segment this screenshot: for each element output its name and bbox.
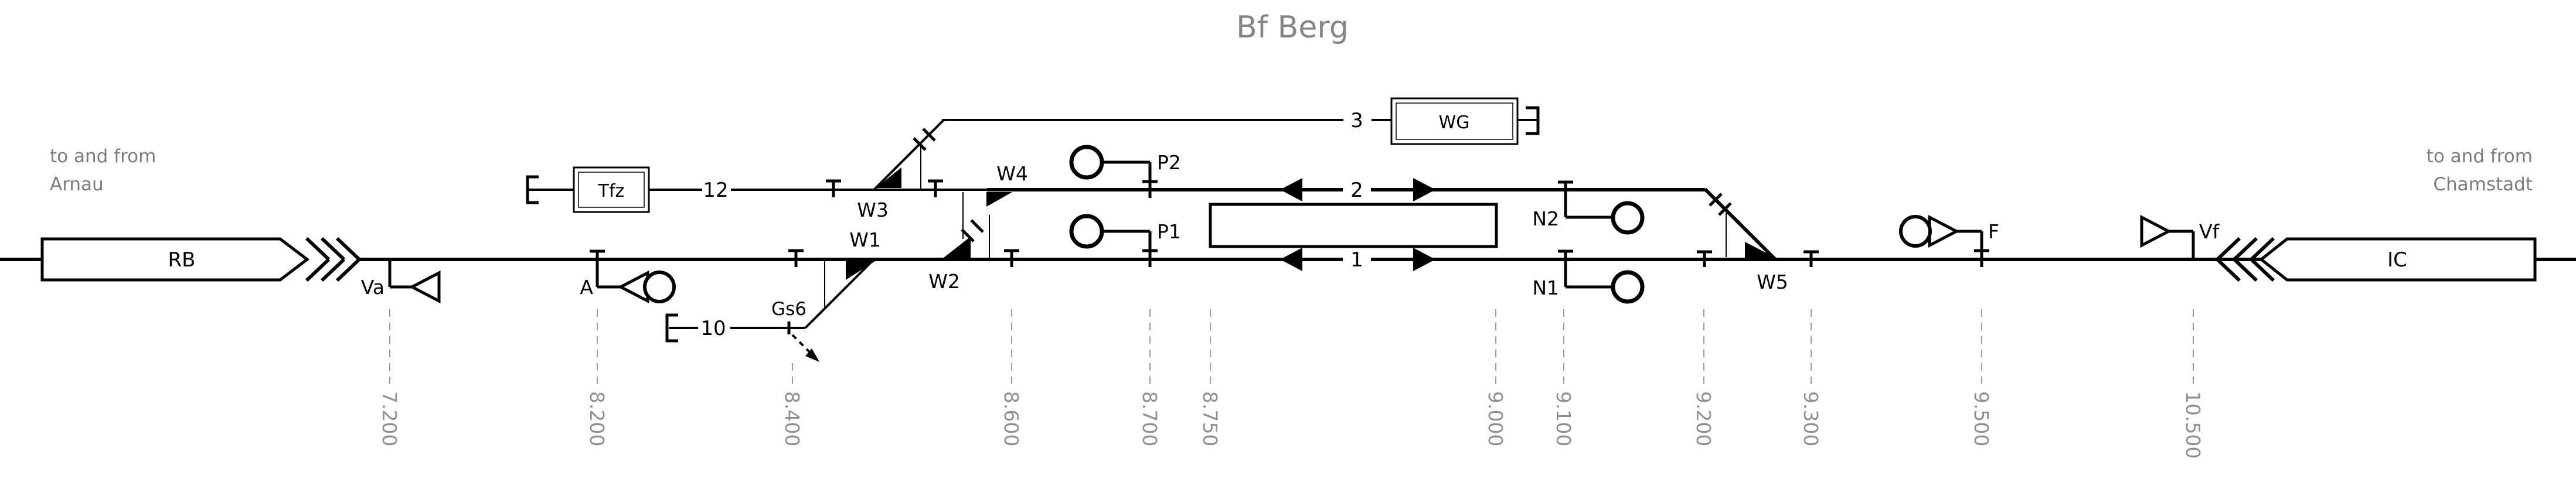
signal-va-label: Va [361,276,384,299]
km-label-8750: 8.750 [1199,391,1221,446]
signal-va-triangle [409,270,441,304]
track1-arrow-left [1280,248,1302,271]
switch-w2-label: W2 [928,270,960,293]
derailer-gs6-arrow-shaft [791,334,812,355]
signal-a-disc [643,271,676,303]
km-label-9200: 9.200 [1692,391,1715,446]
rb-chevron-2a [320,237,346,261]
wg-box-outer [1390,97,1519,145]
signal-f-disc [1899,215,1932,248]
joint-tick-w2-branch-2 [970,219,984,233]
ic-chevron-2b [2233,258,2258,282]
track2-arrow-left [1280,178,1302,201]
track2-arrow-right [1413,178,1435,201]
joint-tick-w5-branch-2 [1718,202,1732,216]
track-3-number: 3 [1350,109,1363,132]
joint-tick-w2-branch-1 [961,228,975,242]
track-1-number: 1 [1350,248,1363,272]
signal-p1-disc [1069,214,1104,249]
signal-n2-disc [1611,201,1645,235]
switch-w5-label: W5 [1757,271,1788,293]
rb-chevron-2b [320,258,346,282]
km-label-9000: 9.000 [1484,391,1507,446]
switch-w1-label: W1 [849,228,881,251]
joint-tick-w3-branch-1 [913,137,927,151]
signal-a-label: A [580,276,593,299]
rb-chevron-3b [335,258,361,282]
rb-route-label: RB [168,248,196,272]
signal-n1-disc [1611,270,1645,304]
km-label-8400: 8.400 [781,391,804,446]
switch-w3-branch [872,119,945,191]
joint-tick-w5-branch-1 [1709,193,1723,207]
ic-chevron-3b [2250,258,2275,282]
signal-f-label: F [1988,220,1999,243]
signal-n2-label: N2 [1532,207,1559,230]
rb-chevron-1b [305,258,331,282]
switch-w3-wedge [876,167,901,188]
signal-f-triangle [1928,214,1960,248]
signal-p1-label: P1 [1157,220,1181,243]
km-label-9500: 9.500 [1970,391,1993,446]
tfz-box-inner [578,172,645,208]
km-label-8200: 8.200 [586,391,608,446]
switch-w1-wedge [846,261,875,280]
signal-p2-disc [1069,145,1104,180]
ic-chevron-1b [2216,258,2241,282]
switch-w4-label: W4 [996,162,1028,185]
corridor-left-line2: Arnau [50,174,104,195]
switch-w2-wedge [944,237,971,258]
signal-n1-label: N1 [1532,276,1559,299]
signal-p2-label: P2 [1157,151,1181,174]
km-label-9300: 9.300 [1799,391,1822,446]
switch-w5-branch [1703,187,1778,262]
corridor-right-line2: Chamstadt [2433,174,2533,195]
track-2-number: 2 [1350,179,1363,202]
derailer-gs6-arrowhead [805,348,819,362]
joint-tick-w3-branch-2 [922,128,936,142]
switch-w4-wedge [986,192,1012,207]
platform [1209,203,1498,248]
signal-vf-label: Vf [2199,220,2220,243]
corridor-right-line1: to and from [2427,146,2533,167]
tfz-box-outer [573,166,650,213]
rb-chevron-3a [335,237,361,261]
wg-label: WG [1439,112,1470,133]
derailer-gs6-label: Gs6 [771,299,807,320]
km-label-7200: 7.200 [378,391,401,446]
corridor-left-line1: to and from [50,146,156,167]
wg-box-inner [1396,102,1513,140]
ic-chevron-3a [2250,237,2275,261]
ic-route-box [2258,237,2537,282]
track1-arrow-right [1413,248,1435,271]
signal-vf-triangle [2140,214,2172,248]
km-label-8600: 8.600 [1000,391,1023,446]
ic-route-label: IC [2387,248,2407,272]
page-title: Bf Berg [1236,10,1349,45]
rb-route-box [40,237,310,282]
rb-chevron-1a [305,237,331,261]
switch-w3-label: W3 [857,199,889,221]
ic-chevron-1a [2216,237,2241,261]
ic-chevron-2a [2233,237,2258,261]
km-label-9100: 9.100 [1552,391,1575,446]
track-12-number: 12 [703,179,728,202]
switch-w1-branch [804,257,876,329]
tfz-label: Tfz [598,181,625,201]
km-label-10500: 10.500 [2182,391,2204,459]
km-label-8700: 8.700 [1138,391,1161,446]
switch-w5-wedge [1745,242,1777,258]
track-10-number: 10 [700,317,726,340]
